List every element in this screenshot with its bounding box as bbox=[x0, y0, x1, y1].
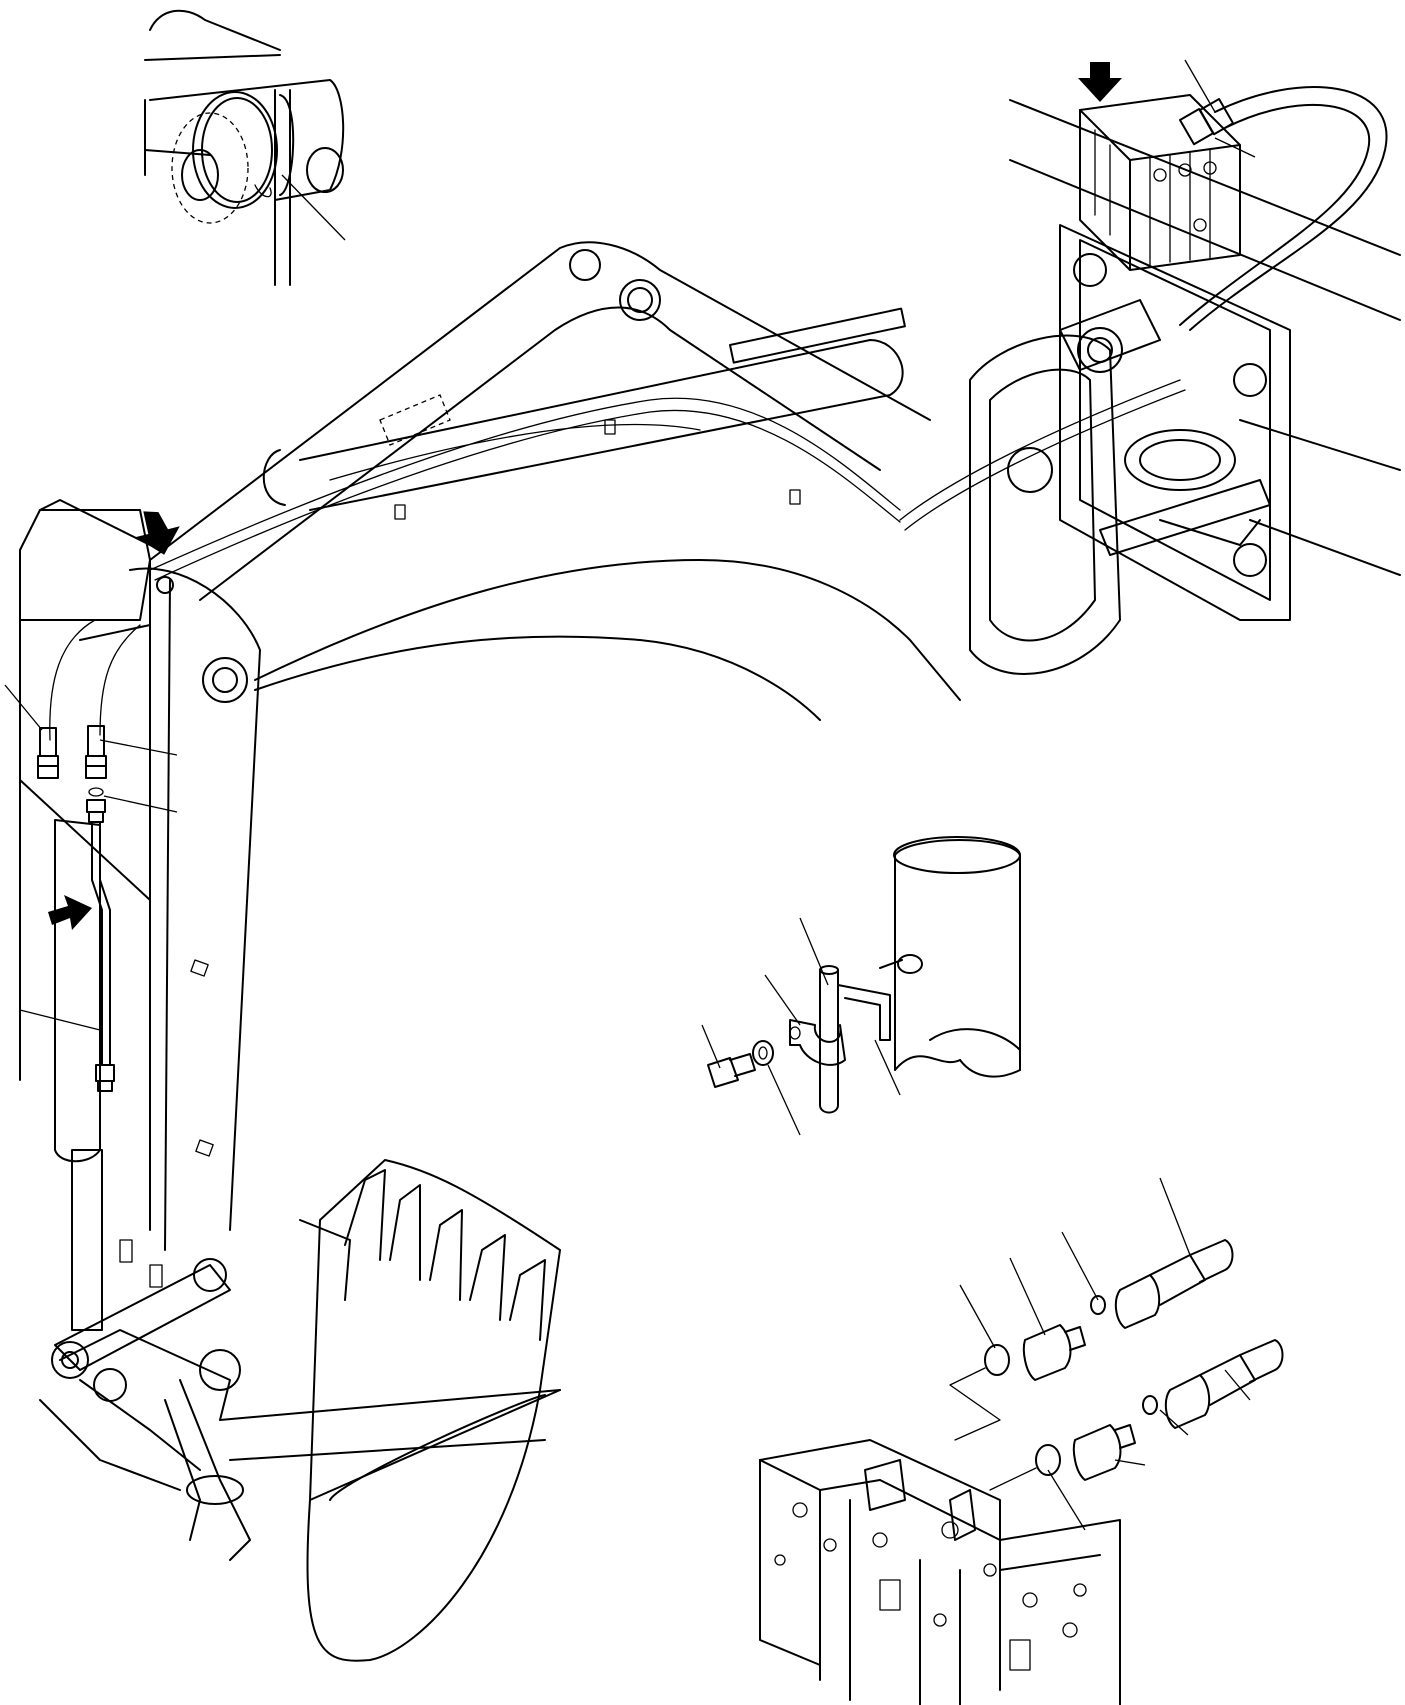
leader-line bbox=[1047, 1469, 1086, 1531]
leader-line bbox=[1114, 1459, 1146, 1466]
indicator-arrows bbox=[48, 62, 1122, 930]
leader-line bbox=[1184, 59, 1216, 113]
leader-line bbox=[1061, 1231, 1099, 1301]
leader-line bbox=[799, 917, 829, 986]
arm-fittings bbox=[4, 684, 178, 1092]
leader-line bbox=[764, 974, 801, 1026]
leader-line bbox=[874, 1039, 901, 1096]
arrow-icon bbox=[48, 895, 92, 930]
swing-bracket bbox=[899, 99, 1401, 675]
leader-line bbox=[1159, 1409, 1189, 1436]
leader-line bbox=[19, 1009, 101, 1031]
leader-line bbox=[1224, 1369, 1251, 1401]
arrow-icon bbox=[135, 511, 180, 555]
control-valve-top bbox=[1079, 59, 1388, 331]
leader-line bbox=[4, 684, 43, 731]
leader-line bbox=[1009, 1257, 1046, 1336]
arm bbox=[19, 499, 261, 1331]
arrow-icon bbox=[1078, 62, 1122, 102]
bucket bbox=[39, 1159, 561, 1662]
leader-line bbox=[959, 1284, 996, 1349]
clamp-detail bbox=[701, 836, 1021, 1136]
inset-seal-detail bbox=[144, 9, 346, 286]
leader-line bbox=[767, 1064, 801, 1136]
leader-line bbox=[1159, 1177, 1191, 1256]
boom bbox=[149, 241, 961, 721]
coupler-detail bbox=[949, 1177, 1284, 1531]
leader-line bbox=[701, 1024, 721, 1069]
leader-line bbox=[1214, 137, 1256, 158]
control-valve-bottom bbox=[759, 1439, 1121, 1705]
leader-line bbox=[103, 795, 178, 813]
leader-line bbox=[99, 739, 178, 756]
leader-line bbox=[281, 174, 346, 241]
